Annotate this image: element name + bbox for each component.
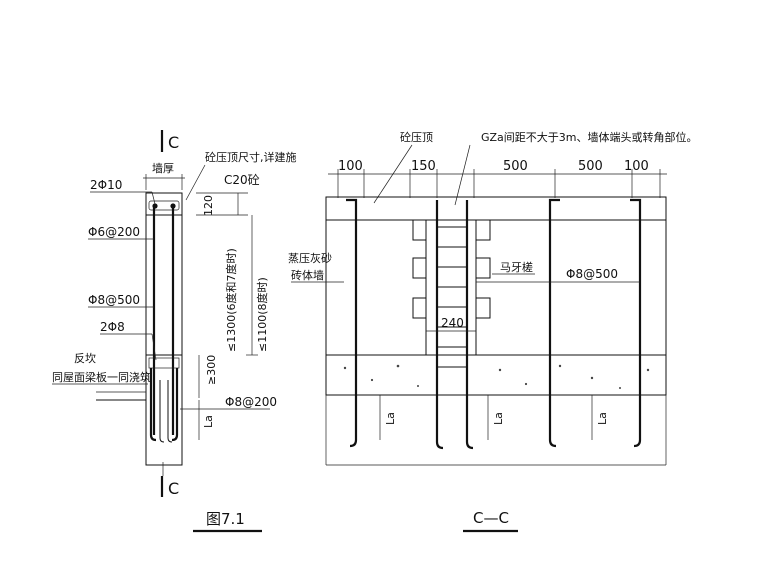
stirrup-bottom-label: Φ8@200 bbox=[225, 395, 277, 409]
masonry-wall-right bbox=[475, 219, 667, 356]
dimension-ticks bbox=[337, 169, 661, 198]
concrete-cap bbox=[145, 192, 183, 216]
rebar-tie-label-right: Φ8@500 bbox=[566, 267, 618, 281]
dim-150: 150 bbox=[411, 159, 436, 174]
toothing-label: 马牙槎 bbox=[500, 260, 533, 274]
left-section-view: C C 墙厚 砼压顶尺寸,详建施 C20砼 2Φ10 bbox=[52, 130, 297, 533]
flip-block-band bbox=[325, 354, 667, 396]
concrete-aggregate-dots bbox=[343, 364, 650, 389]
wall-thickness-label: 墙厚 bbox=[152, 161, 174, 175]
roof-slab-outline bbox=[96, 399, 147, 465]
anchor-length-r1: La bbox=[384, 412, 397, 425]
toothing-left bbox=[412, 219, 427, 355]
bottom-rebar-hook-right bbox=[171, 368, 179, 442]
anchor-length-r2: La bbox=[492, 412, 505, 425]
flip-block-label: 反坎 bbox=[74, 352, 96, 365]
gz-note-leader bbox=[454, 144, 471, 206]
rebar-top-label: 2Φ10 bbox=[90, 178, 122, 192]
flip-block-stirrup bbox=[148, 357, 180, 369]
anchor-length-left: La bbox=[202, 415, 215, 428]
anchor-length-marks bbox=[379, 395, 593, 440]
gz-note: GZa间距不大于3m、墙体端头或转角部位。 bbox=[481, 130, 698, 144]
anchor-length-r3: La bbox=[596, 412, 609, 425]
left-caption: 图7.1 bbox=[206, 510, 245, 528]
right-elevation-view: 100 150 500 500 100 砼压顶 GZa间距不大于3m、墙体端头或… bbox=[288, 130, 698, 533]
cap-stirrup bbox=[148, 200, 180, 211]
dim-100-right: 100 bbox=[624, 159, 649, 174]
cap-height-label: 120 bbox=[202, 195, 215, 216]
cap-note-leader bbox=[185, 164, 206, 201]
masonry-wall-left bbox=[325, 219, 427, 356]
cap-note: 砼压顶尺寸,详建施 bbox=[205, 150, 297, 164]
rebar-tie-label: Φ8@500 bbox=[88, 293, 140, 307]
vertical-rebars bbox=[346, 198, 642, 450]
cap-label: 砼压顶 bbox=[400, 131, 433, 144]
min-height-label: ≥300 bbox=[205, 355, 218, 385]
dim-500-a: 500 bbox=[503, 159, 528, 174]
rebar-bottom-label: 2Φ8 bbox=[100, 320, 125, 334]
height-limit-2: ≤1100(8度时) bbox=[255, 277, 269, 352]
cap-label-leader bbox=[373, 144, 413, 204]
bottom-rebar-hook-left bbox=[149, 368, 157, 442]
section-mark-bottom: C bbox=[168, 479, 179, 498]
dim-100-left: 100 bbox=[338, 159, 363, 174]
height-limit-1: ≤1300(6度和7度时) bbox=[224, 248, 238, 352]
dim-500-b: 500 bbox=[578, 159, 603, 174]
concrete-cap-band bbox=[325, 196, 667, 221]
stirrup-cap-label: Φ6@200 bbox=[88, 225, 140, 239]
wall-label-2: 砖体墙 bbox=[291, 268, 324, 282]
flip-block-note: 同屋面梁板一同浇筑 bbox=[52, 370, 151, 384]
column-width-label: 240 bbox=[441, 316, 464, 330]
right-caption: C—C bbox=[473, 509, 509, 527]
cap-concrete: C20砼 bbox=[224, 173, 260, 187]
section-mark-top: C bbox=[168, 133, 179, 152]
toothing-right bbox=[475, 219, 491, 355]
column-ladder-stirrups bbox=[437, 226, 467, 368]
wall-label-1: 蒸压灰砂 bbox=[288, 251, 332, 265]
